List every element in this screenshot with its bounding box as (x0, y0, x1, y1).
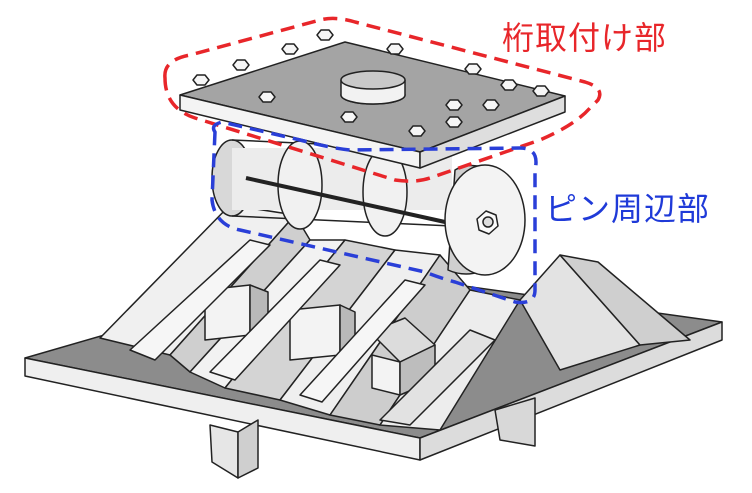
lower-legs (209, 397, 536, 479)
pin-periphery-outline (210, 120, 538, 305)
bolts (192, 29, 550, 137)
girder-attachment-label: 桁取付け部 (502, 19, 668, 57)
pin-periphery-label: ピン周辺部 (545, 190, 711, 228)
pedestal-body (99, 204, 691, 431)
girder-attachment-outline (163, 16, 602, 183)
